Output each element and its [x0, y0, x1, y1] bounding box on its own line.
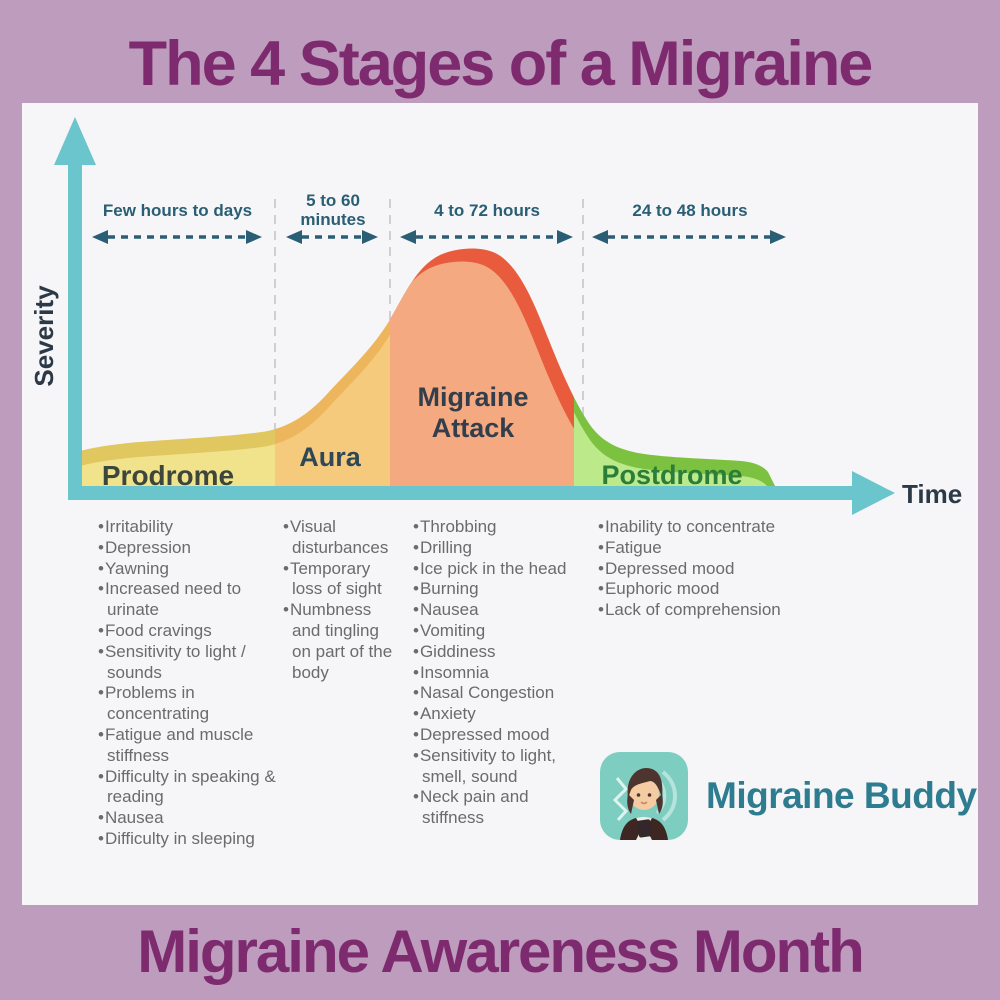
symptom-item: Depressed mood — [598, 559, 838, 580]
symptom-item: Food cravings — [98, 621, 276, 642]
chart-panel: Few hours to days 5 to 60 minutes 4 to 7… — [22, 103, 978, 905]
symptom-item: Anxiety — [413, 704, 595, 725]
stage-label-prodrome: Prodrome — [101, 460, 235, 491]
symptom-item: Euphoric mood — [598, 579, 838, 600]
symptom-item: Insomnia — [413, 663, 595, 684]
symptom-item: Ice pick in the head — [413, 559, 595, 580]
page-title: The 4 Stages of a Migraine — [128, 29, 874, 99]
symptom-item: Yawning — [98, 559, 276, 580]
symptom-item: Depression — [98, 538, 276, 559]
symptom-item: Sensitivity to light, smell, sound — [413, 746, 595, 788]
x-axis — [68, 471, 895, 515]
symptom-list-attack: ThrobbingDrillingIce pick in the headBur… — [413, 517, 595, 829]
symptom-item: Inability to concentrate — [598, 517, 838, 538]
brand-logo: Migraine Buddy — [600, 752, 977, 840]
symptom-item: Numbness and tingling on part of the bod… — [283, 600, 395, 683]
symptom-item: Fatigue — [598, 538, 838, 559]
symptom-item: Fatigue and muscle stiffness — [98, 725, 276, 767]
symptom-item: Problems in concentrating — [98, 683, 276, 725]
symptom-item: Difficulty in speaking & reading — [98, 767, 276, 809]
duration-arrows — [92, 230, 786, 244]
duration-arrow-postdrome — [592, 230, 786, 244]
symptom-item: Increased need to urinate — [98, 579, 276, 621]
y-axis-arrowhead — [54, 117, 96, 165]
duration-label-postdrome: 24 to 48 hours — [632, 201, 748, 220]
symptom-item: Difficulty in sleeping — [98, 829, 276, 850]
symptom-item: Burning — [413, 579, 595, 600]
symptom-item: Nausea — [98, 808, 276, 829]
symptom-item: Vomiting — [413, 621, 595, 642]
stage-label-postdrome: Postdrome — [601, 460, 743, 490]
symptom-item: Nausea — [413, 600, 595, 621]
symptom-item: Throbbing — [413, 517, 595, 538]
symptom-item: Drilling — [413, 538, 595, 559]
footer-banner: Migraine Awareness Month — [137, 918, 865, 985]
stage-label-attack: Migraine Attack — [417, 382, 529, 443]
severity-curve-chart — [54, 117, 895, 515]
y-axis-label: Severity — [29, 285, 59, 387]
symptom-list-aura: Visual disturbancesTemporary loss of sig… — [283, 517, 395, 683]
brand-name: Migraine Buddy — [706, 775, 977, 816]
duration-arrow-prodrome — [92, 230, 262, 244]
symptom-item: Temporary loss of sight — [283, 559, 395, 601]
x-axis-label: Time — [902, 479, 963, 509]
symptom-list-prodrome: IrritabilityDepressionYawningIncreased n… — [98, 517, 276, 850]
symptom-list-postdrome: Inability to concentrateFatigueDepressed… — [598, 517, 838, 621]
symptom-item: Depressed mood — [413, 725, 595, 746]
x-axis-arrowhead — [852, 471, 895, 515]
symptom-item: Irritability — [98, 517, 276, 538]
migraine-buddy-app-icon — [600, 752, 688, 840]
y-axis — [54, 117, 96, 500]
symptom-item: Giddiness — [413, 642, 595, 663]
symptom-item: Neck pain and stiffness — [413, 787, 595, 829]
symptom-item: Sensitivity to light / sounds — [98, 642, 276, 684]
stage-label-aura: Aura — [299, 442, 361, 472]
symptom-item: Lack of comprehension — [598, 600, 838, 621]
duration-label-prodrome: Few hours to days — [102, 201, 253, 220]
symptom-item: Nasal Congestion — [413, 683, 595, 704]
duration-label-aura: 5 to 60 minutes — [300, 191, 366, 229]
zigzag-pain-icon — [612, 777, 629, 821]
duration-arrow-aura — [286, 230, 378, 244]
duration-label-attack: 4 to 72 hours — [434, 201, 540, 220]
symptom-item: Visual disturbances — [283, 517, 395, 559]
duration-arrow-attack — [400, 230, 573, 244]
